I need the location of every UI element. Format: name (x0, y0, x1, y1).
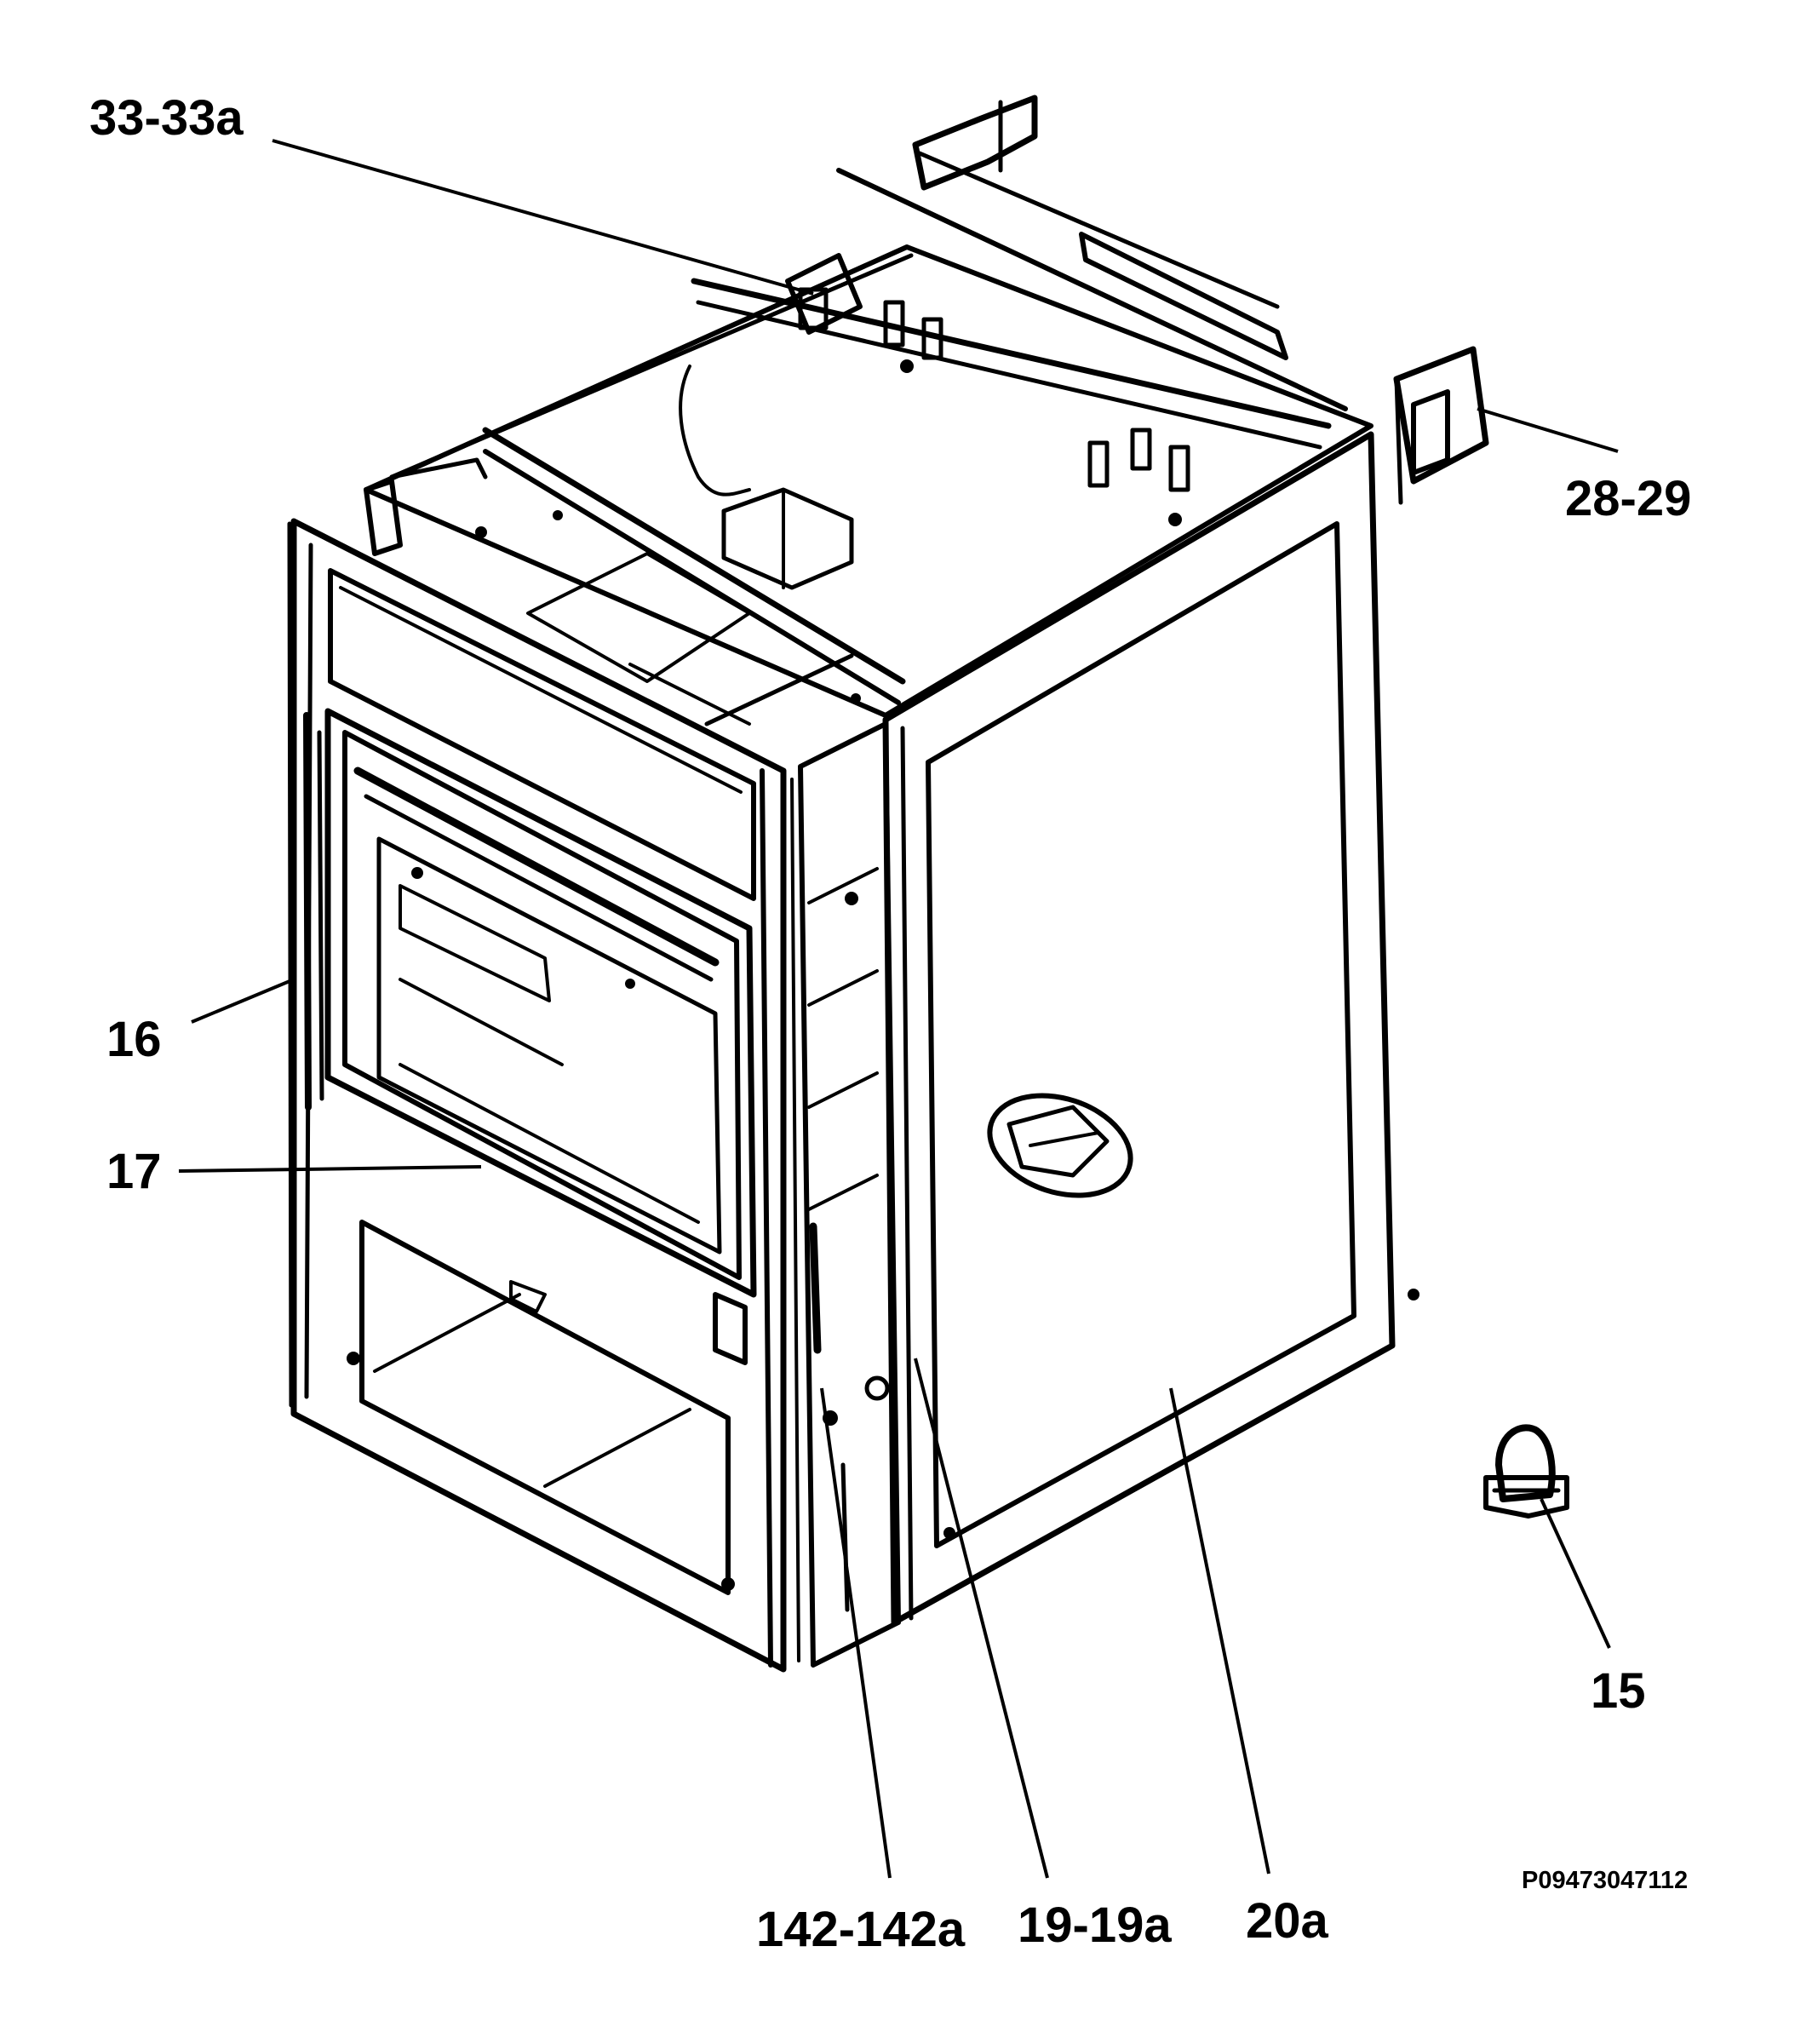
label-19-19a: 19-19a (1018, 1898, 1172, 1953)
top-frame (364, 95, 1373, 726)
leader-33-33a (272, 139, 814, 296)
leader-20a (1169, 1387, 1270, 1875)
leader-142-142a (820, 1387, 892, 1879)
label-17: 17 (106, 1144, 162, 1199)
leader-16 (191, 978, 295, 1024)
leader-19-19a (914, 1358, 1049, 1879)
label-28-29: 28-29 (1565, 471, 1691, 526)
label-33-33a: 33-33a (89, 90, 244, 146)
part-labels: 33-33a 28-29 16 17 15 142-142a 19-19a 20… (89, 90, 1691, 1957)
lower-compartment (347, 1220, 735, 1595)
oven-housing (287, 95, 1569, 1673)
label-20a: 20a (1246, 1893, 1329, 1949)
middle-strip (798, 721, 901, 1668)
upper-oven-door (303, 708, 757, 1365)
label-15: 15 (1591, 1663, 1646, 1719)
reference-code: P09473047112 (1522, 1867, 1688, 1894)
leader-17 (178, 1165, 482, 1173)
part-15-clip (1483, 1424, 1569, 1519)
front-frame (287, 518, 800, 1673)
label-142-142a: 142-142a (756, 1902, 966, 1957)
label-16: 16 (106, 1012, 162, 1067)
leader-15 (1540, 1498, 1611, 1649)
leader-lines (178, 139, 1619, 1879)
leader-28-29 (1477, 407, 1619, 453)
right-side-panel (882, 346, 1489, 1626)
